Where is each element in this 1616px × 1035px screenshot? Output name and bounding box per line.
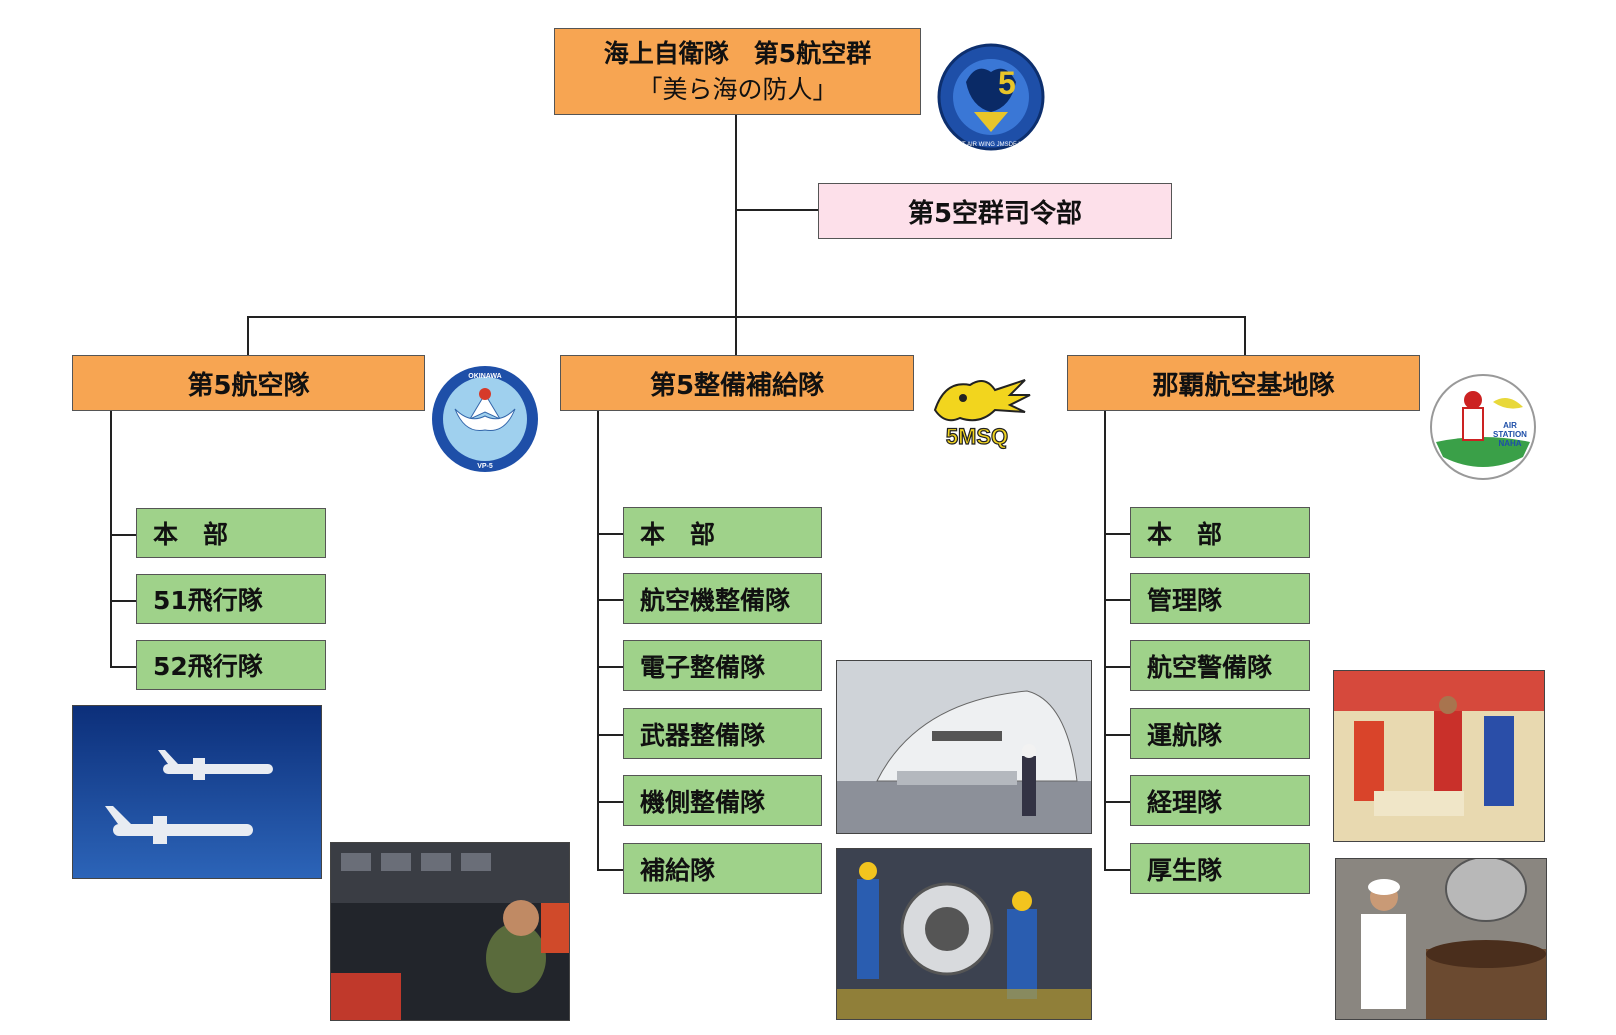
5msq-emblem-text: 5MSQ bbox=[946, 424, 1008, 449]
connector-unit3-child5 bbox=[1104, 801, 1130, 803]
naha-child-box: 航空警備隊 bbox=[1130, 640, 1310, 691]
unit-box-naha: 那覇航空基地隊 bbox=[1067, 355, 1420, 411]
fleet-air-wing-emblem: 5 FLEET AIR WING JMSDF NAHA bbox=[937, 43, 1045, 151]
unit-name: 第5航空隊 bbox=[187, 370, 310, 401]
child-label: 本 部 bbox=[640, 519, 716, 549]
connector-unit2-spine bbox=[597, 410, 599, 870]
child-label: 電子整備隊 bbox=[640, 652, 766, 682]
5msq-child-box: 電子整備隊 bbox=[623, 640, 822, 691]
unit-name: 第5整備補給隊 bbox=[649, 370, 825, 401]
root-motto: 「美ら海の防人」 bbox=[637, 74, 838, 104]
vp5-child-box: 52飛行隊 bbox=[136, 640, 326, 690]
patrol-aircraft-photo bbox=[72, 705, 322, 879]
vp5-emblem-bottom: VP-5 bbox=[477, 463, 493, 470]
naha-emblem-text-1: AIR bbox=[1503, 421, 1517, 430]
connector-hq bbox=[735, 209, 818, 211]
connector-unit3-drop bbox=[1244, 316, 1246, 356]
hq-label: 第5空群司令部 bbox=[907, 198, 1083, 229]
connector-unit1-child3 bbox=[110, 666, 136, 668]
aircraft-maintenance-photo bbox=[836, 660, 1092, 834]
connector-unit2-child6 bbox=[597, 869, 623, 871]
air-station-naha-emblem: AIR STATION NAHA bbox=[1430, 374, 1536, 480]
connector-unit2-child2 bbox=[597, 599, 623, 601]
5msq-child-box: 航空機整備隊 bbox=[623, 573, 822, 624]
child-label: 補給隊 bbox=[640, 855, 716, 885]
connector-unit3-child6 bbox=[1104, 869, 1130, 871]
vp5-child-box: 51飛行隊 bbox=[136, 574, 326, 624]
child-label: 51飛行隊 bbox=[153, 586, 263, 615]
connector-unit2-child4 bbox=[597, 734, 623, 736]
naha-child-box: 運航隊 bbox=[1130, 708, 1310, 759]
naha-child-box: 経理隊 bbox=[1130, 775, 1310, 826]
emblem-number: 5 bbox=[998, 65, 1016, 101]
unit-name: 那覇航空基地隊 bbox=[1152, 370, 1335, 401]
vp5-child-box: 本 部 bbox=[136, 508, 326, 558]
naha-emblem-text-3: NAHA bbox=[1498, 439, 1521, 448]
child-label: 管理隊 bbox=[1147, 585, 1223, 615]
engine-maintenance-photo bbox=[836, 848, 1092, 1020]
child-label: 本 部 bbox=[1147, 519, 1223, 549]
child-label: 機側整備隊 bbox=[640, 787, 766, 817]
connector-unit1-child2 bbox=[110, 600, 136, 602]
unit-box-5msq: 第5整備補給隊 bbox=[560, 355, 914, 411]
vp5-emblem-top: OKINAWA bbox=[468, 373, 501, 380]
connector-unit2-child5 bbox=[597, 801, 623, 803]
naha-child-box: 管理隊 bbox=[1130, 573, 1310, 624]
vp5-emblem: OKINAWA VP-5 bbox=[432, 366, 538, 472]
child-label: 武器整備隊 bbox=[640, 720, 766, 750]
kitchen-photo bbox=[1335, 858, 1547, 1020]
5msq-child-box: 機側整備隊 bbox=[623, 775, 822, 826]
emblem-caption: FLEET AIR WING JMSDF NAHA bbox=[947, 142, 1035, 148]
connector-unit3-child4 bbox=[1104, 734, 1130, 736]
connector-unit3-spine bbox=[1104, 410, 1106, 870]
child-label: 航空警備隊 bbox=[1147, 652, 1273, 682]
connector-unit3-child3 bbox=[1104, 666, 1130, 668]
connector-unit1-child1 bbox=[110, 534, 136, 536]
connector-unit2-child3 bbox=[597, 666, 623, 668]
5msq-child-box: 本 部 bbox=[623, 507, 822, 558]
connector-unit1-spine bbox=[110, 410, 112, 667]
5msq-emblem: 5MSQ bbox=[933, 379, 1031, 450]
rescue-training-photo bbox=[1333, 670, 1545, 842]
naha-child-box: 厚生隊 bbox=[1130, 843, 1310, 894]
cockpit-photo bbox=[330, 842, 570, 1021]
child-label: 航空機整備隊 bbox=[640, 585, 791, 615]
child-label: 本 部 bbox=[153, 520, 229, 549]
connector-horizontal-bus bbox=[247, 316, 1246, 318]
child-label: 52飛行隊 bbox=[153, 652, 263, 681]
child-label: 経理隊 bbox=[1147, 787, 1223, 817]
naha-child-box: 本 部 bbox=[1130, 507, 1310, 558]
root-box: 海上自衛隊 第5航空群 「美ら海の防人」 bbox=[554, 28, 921, 115]
connector-unit2-child1 bbox=[597, 533, 623, 535]
child-label: 厚生隊 bbox=[1147, 855, 1223, 885]
5msq-child-box: 補給隊 bbox=[623, 843, 822, 894]
connector-unit3-child1 bbox=[1104, 533, 1130, 535]
hq-box: 第5空群司令部 bbox=[818, 183, 1172, 239]
root-title: 海上自衛隊 第5航空群 bbox=[603, 38, 872, 68]
connector-unit3-child2 bbox=[1104, 599, 1130, 601]
unit-box-vp5: 第5航空隊 bbox=[72, 355, 425, 411]
5msq-child-box: 武器整備隊 bbox=[623, 708, 822, 759]
connector-unit1-drop bbox=[247, 316, 249, 356]
naha-emblem-text-2: STATION bbox=[1493, 430, 1527, 439]
connector-root-vertical bbox=[735, 115, 737, 355]
child-label: 運航隊 bbox=[1147, 720, 1223, 750]
